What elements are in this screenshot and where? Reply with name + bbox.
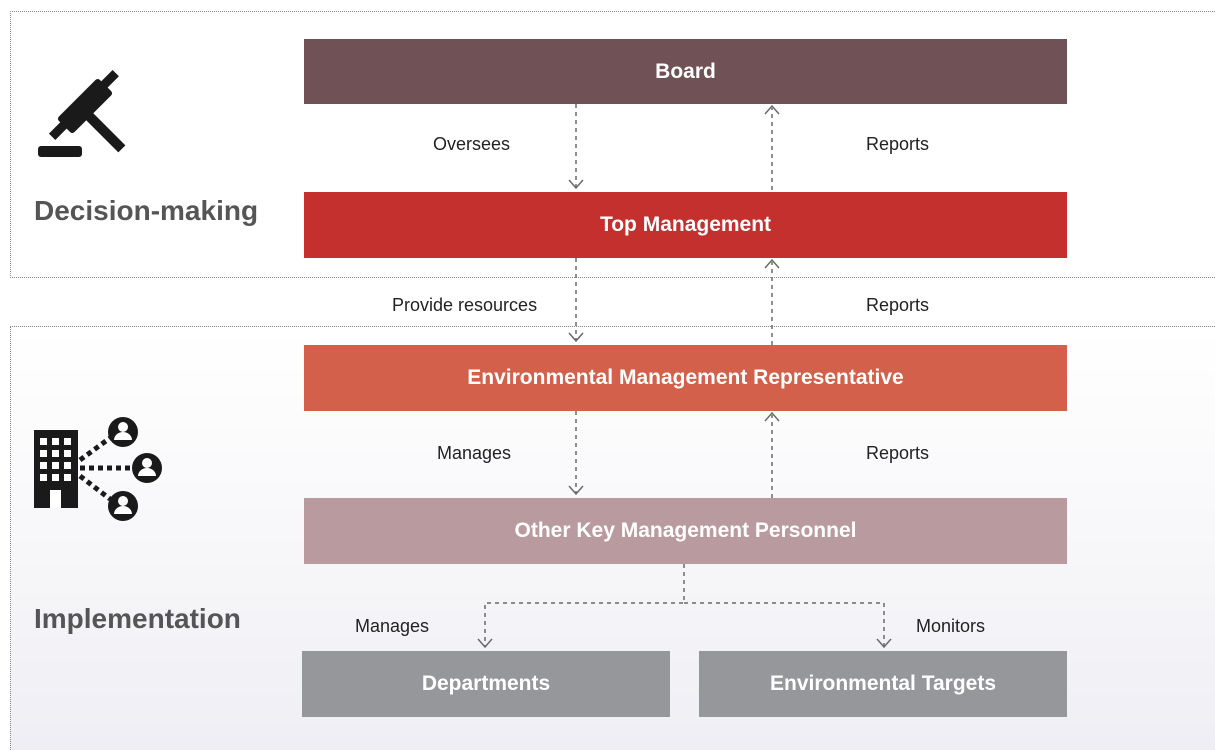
reports-label-2: Reports — [866, 295, 930, 315]
manages-label-1: Manages — [437, 443, 512, 463]
gavel-icon — [38, 69, 126, 157]
decision-making-region — [10, 11, 1215, 278]
board-box: Board — [304, 39, 1067, 104]
manages-label-2: Manages — [355, 616, 430, 636]
other-key-management-personnel-box: Other Key Management Personnel — [304, 498, 1067, 564]
monitors-label: Monitors — [916, 616, 986, 636]
top-management-box: Top Management — [304, 192, 1067, 258]
organization-network-icon — [34, 417, 162, 521]
environmental-targets-box: Environmental Targets — [699, 651, 1067, 717]
oversees-label: Oversees — [433, 134, 511, 154]
okmp-branch — [484, 564, 685, 646]
okmp-branch-right — [684, 602, 885, 646]
reports-label-3: Reports — [866, 443, 930, 463]
reports-label-1: Reports — [866, 134, 930, 154]
provide-resources-label: Provide resources — [392, 295, 538, 315]
departments-box: Departments — [302, 651, 670, 717]
implementation-label: Implementation — [34, 603, 241, 634]
decision-making-label: Decision-making — [34, 195, 259, 226]
environmental-management-representative-box: Environmental Management Representative — [304, 345, 1067, 411]
